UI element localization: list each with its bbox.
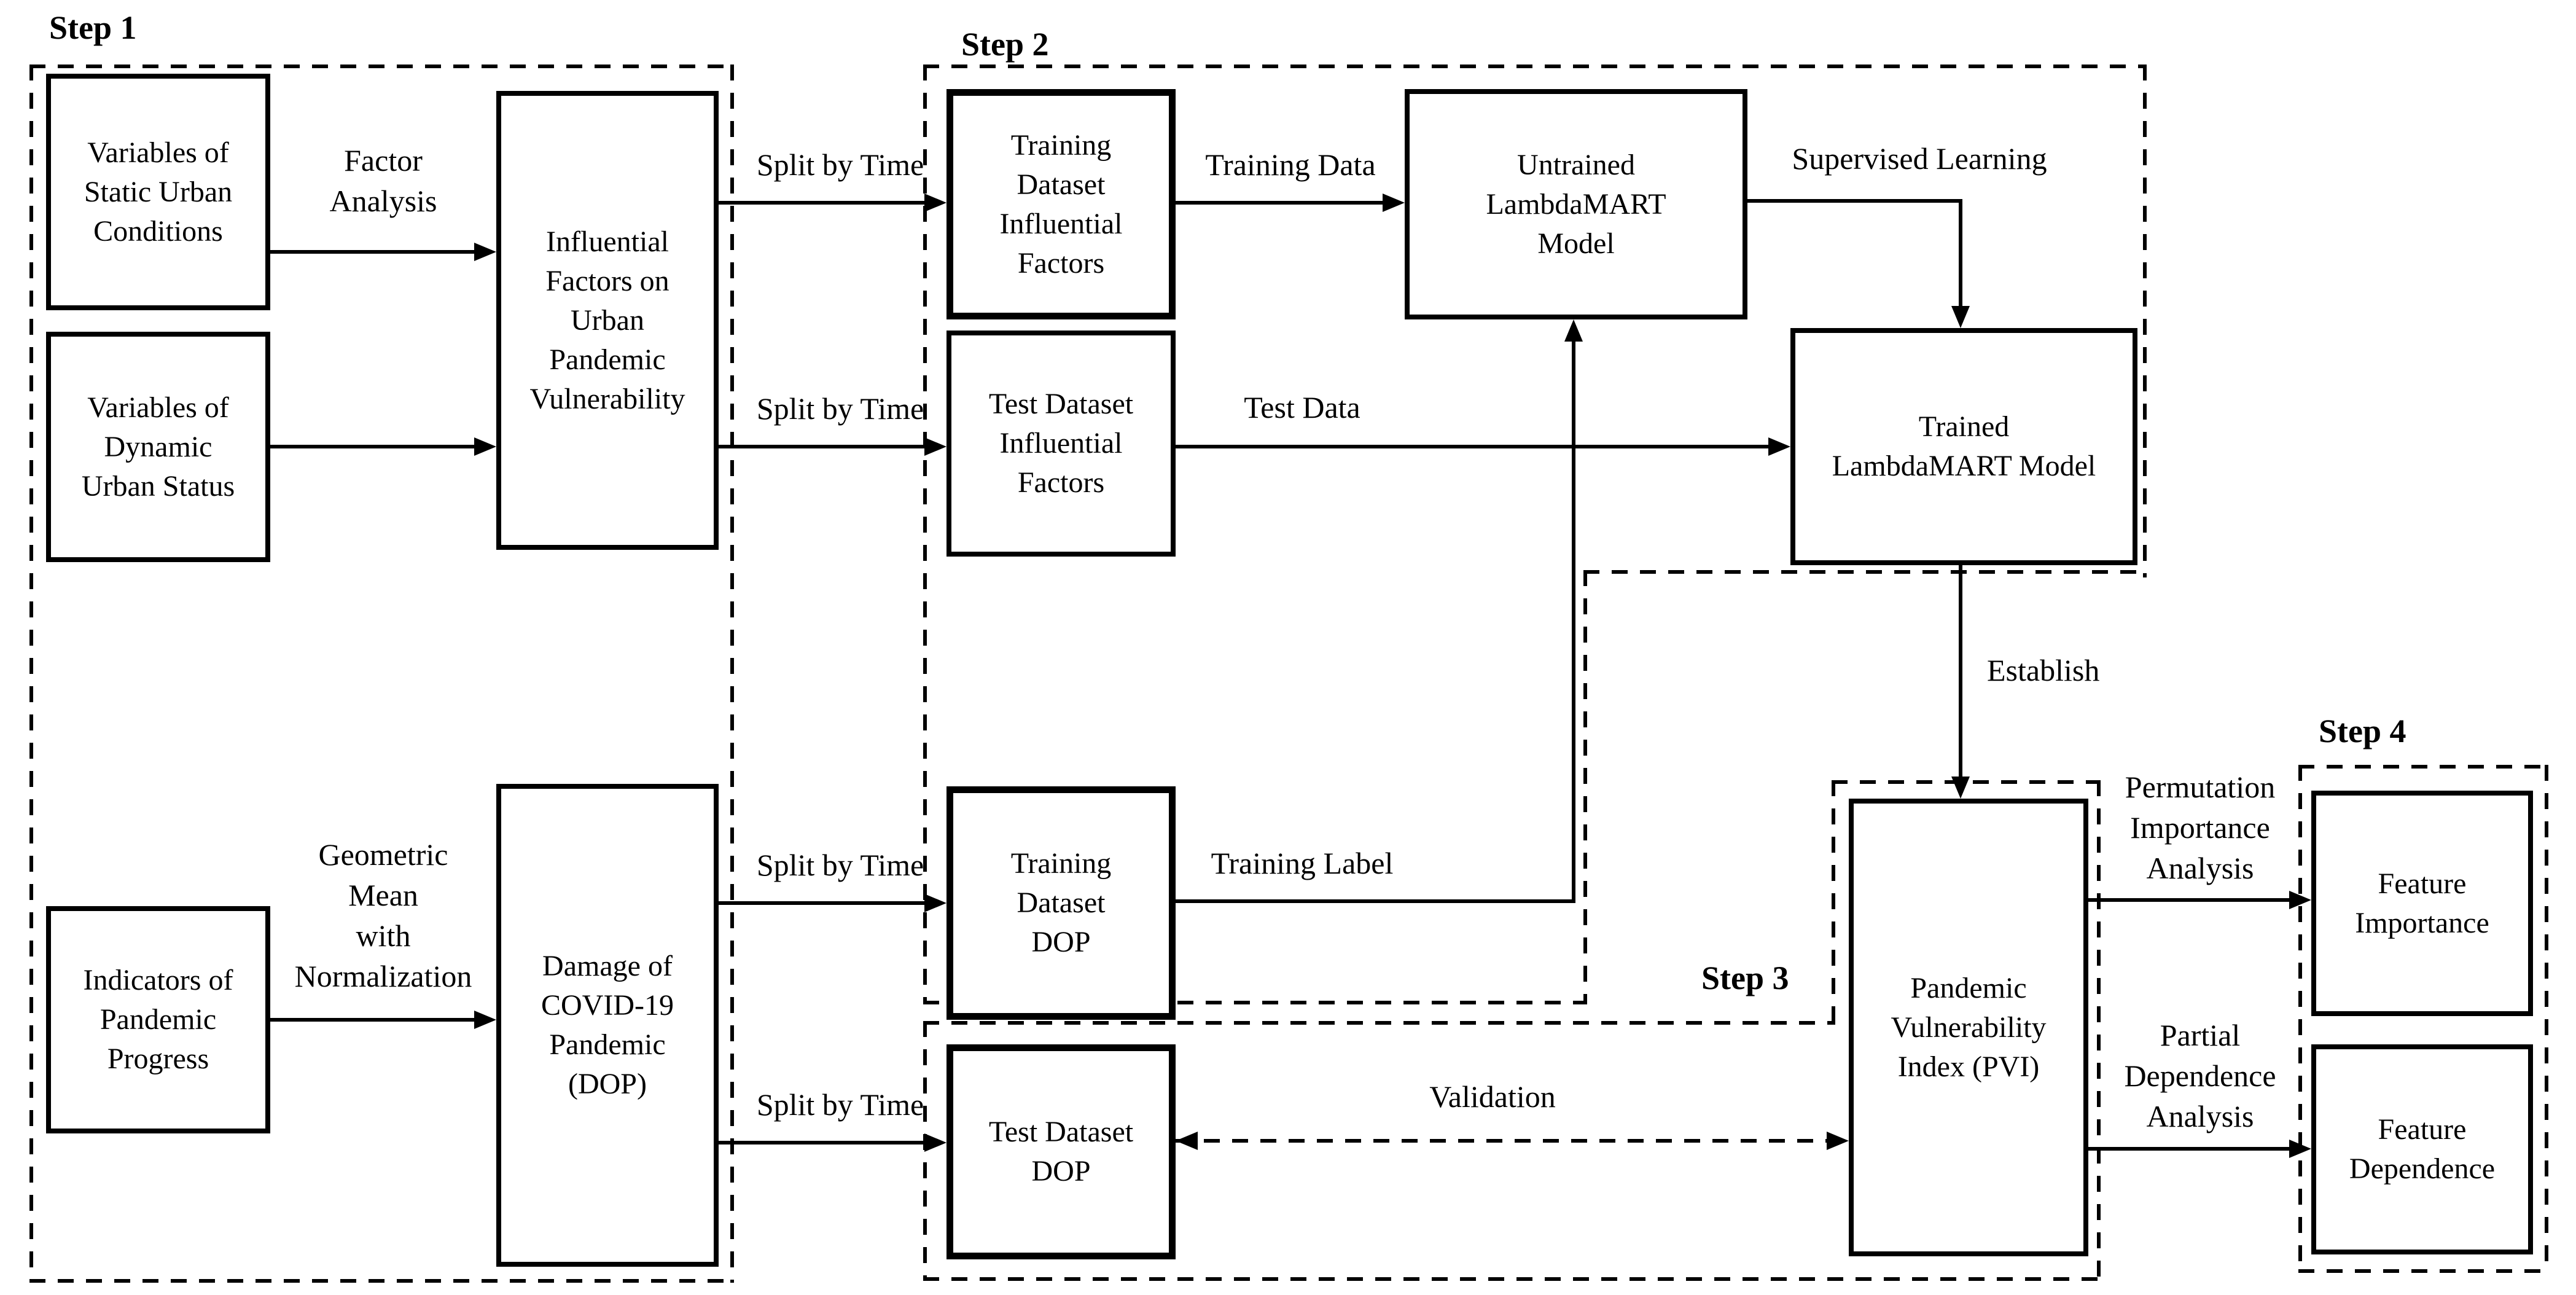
step2-region-mid-vertical — [1583, 570, 1587, 1004]
validation-label: Validation — [1429, 1079, 1556, 1114]
factor-analysis-arrow-line — [270, 250, 474, 254]
step3-label: Step 3 — [1701, 960, 1789, 996]
training-label-arrowhead — [1564, 319, 1583, 342]
training-label-line-h — [1176, 899, 1575, 903]
box-trained-model: Trained LambdaMART Model — [1790, 328, 2137, 565]
partial-label: Partial Dependence Analysis — [2124, 1018, 2276, 1133]
training-data-arrow-line — [1176, 201, 1384, 205]
step4-region-top — [2298, 765, 2548, 769]
supervised-learning-label: Supervised Learning — [1792, 141, 2047, 176]
geometric-mean-arrowhead — [474, 1011, 496, 1029]
step2-region-top — [923, 65, 2147, 68]
factor-analysis-arrowhead — [474, 243, 496, 261]
step1-region-bottom — [29, 1279, 734, 1283]
step3-region-top-left — [923, 1021, 1835, 1025]
split4-arrow-line — [719, 1141, 927, 1144]
establish-arrow-line — [1959, 565, 1962, 780]
step4-region-right — [2545, 765, 2548, 1273]
supervised-learning-arrowhead — [1951, 306, 1970, 328]
split3-arrow-line — [719, 901, 927, 905]
test-data-arrow-line — [1176, 445, 1770, 448]
training-label-label: Training Label — [1211, 846, 1394, 880]
supervised-learning-line-v — [1959, 199, 1962, 310]
step1-region-top — [29, 65, 734, 68]
validation-dashed-line — [1176, 1139, 1849, 1143]
step4-region-bottom — [2298, 1269, 2548, 1273]
split3-arrowhead — [924, 894, 946, 912]
dynamic-to-influential-arrowhead — [474, 437, 496, 456]
partial-arrowhead — [2289, 1140, 2311, 1158]
factor-analysis-label: Factor Analysis — [329, 143, 437, 218]
box-dop: Damage of COVID-19 Pandemic (DOP) — [496, 784, 719, 1267]
step2-region-bottom-right — [1583, 570, 2147, 574]
box-pvi: Pandemic Vulnerability Index (PVI) — [1849, 799, 2088, 1256]
establish-arrowhead — [1951, 777, 1970, 799]
step3-region-upper-left — [1832, 780, 1835, 1025]
test-data-arrowhead — [1768, 437, 1790, 456]
dynamic-to-influential-arrow-line — [270, 445, 474, 448]
box-training-if: Training Dataset Influential Factors — [946, 89, 1176, 319]
box-feature-importance: Feature Importance — [2311, 791, 2533, 1016]
split1-label: Split by Time — [756, 147, 924, 182]
partial-arrow-line — [2088, 1147, 2291, 1151]
box-dynamic-urban: Variables of Dynamic Urban Status — [46, 332, 270, 562]
box-untrained-model: Untrained LambdaMART Model — [1405, 89, 1747, 319]
training-data-label: Training Data — [1205, 147, 1376, 182]
training-data-arrowhead — [1383, 194, 1405, 212]
split3-label: Split by Time — [756, 848, 924, 882]
split2-arrow-line — [719, 445, 927, 448]
step2-label: Step 2 — [961, 26, 1049, 63]
step3-region-bottom — [923, 1277, 2101, 1281]
establish-label: Establish — [1987, 653, 2100, 687]
supervised-learning-line-h — [1747, 199, 1962, 203]
split4-arrowhead — [924, 1133, 946, 1152]
split2-label: Split by Time — [756, 391, 924, 426]
step4-label: Step 4 — [2319, 713, 2406, 749]
step1-region-left — [29, 65, 33, 1283]
step3-region-right — [2097, 780, 2101, 1281]
box-test-dop: Test Dataset DOP — [946, 1044, 1176, 1259]
permutation-arrow-line — [2088, 898, 2291, 902]
step4-region-left — [2298, 765, 2302, 1273]
split4-label: Split by Time — [756, 1087, 924, 1122]
split1-arrow-line — [719, 201, 927, 205]
box-indicators: Indicators of Pandemic Progress — [46, 906, 270, 1133]
split1-arrowhead — [924, 194, 946, 212]
validation-arrowhead-right — [1827, 1132, 1849, 1150]
box-static-urban: Variables of Static Urban Conditions — [46, 74, 270, 310]
geometric-mean-label: Geometric Mean with Normalization — [294, 837, 472, 993]
box-influential-factors: Influential Factors on Urban Pandemic Vu… — [496, 91, 719, 550]
step1-label: Step 1 — [49, 9, 137, 46]
step1-region-right — [730, 65, 734, 1283]
training-label-line-v — [1572, 335, 1575, 903]
geometric-mean-arrow-line — [270, 1018, 474, 1022]
box-feature-dependence: Feature Dependence — [2311, 1044, 2533, 1254]
permutation-label: Permutation Importance Analysis — [2125, 770, 2276, 885]
step2-region-right — [2143, 65, 2147, 577]
box-training-dop: Training Dataset DOP — [946, 786, 1176, 1020]
validation-arrowhead-left — [1176, 1132, 1198, 1150]
split2-arrowhead — [924, 437, 946, 456]
step2-region-bottom-left — [923, 1001, 1587, 1004]
permutation-arrowhead — [2289, 891, 2311, 909]
step2-region-left — [923, 65, 927, 1004]
test-data-label: Test Data — [1244, 390, 1360, 424]
box-test-if: Test Dataset Influential Factors — [946, 331, 1176, 557]
